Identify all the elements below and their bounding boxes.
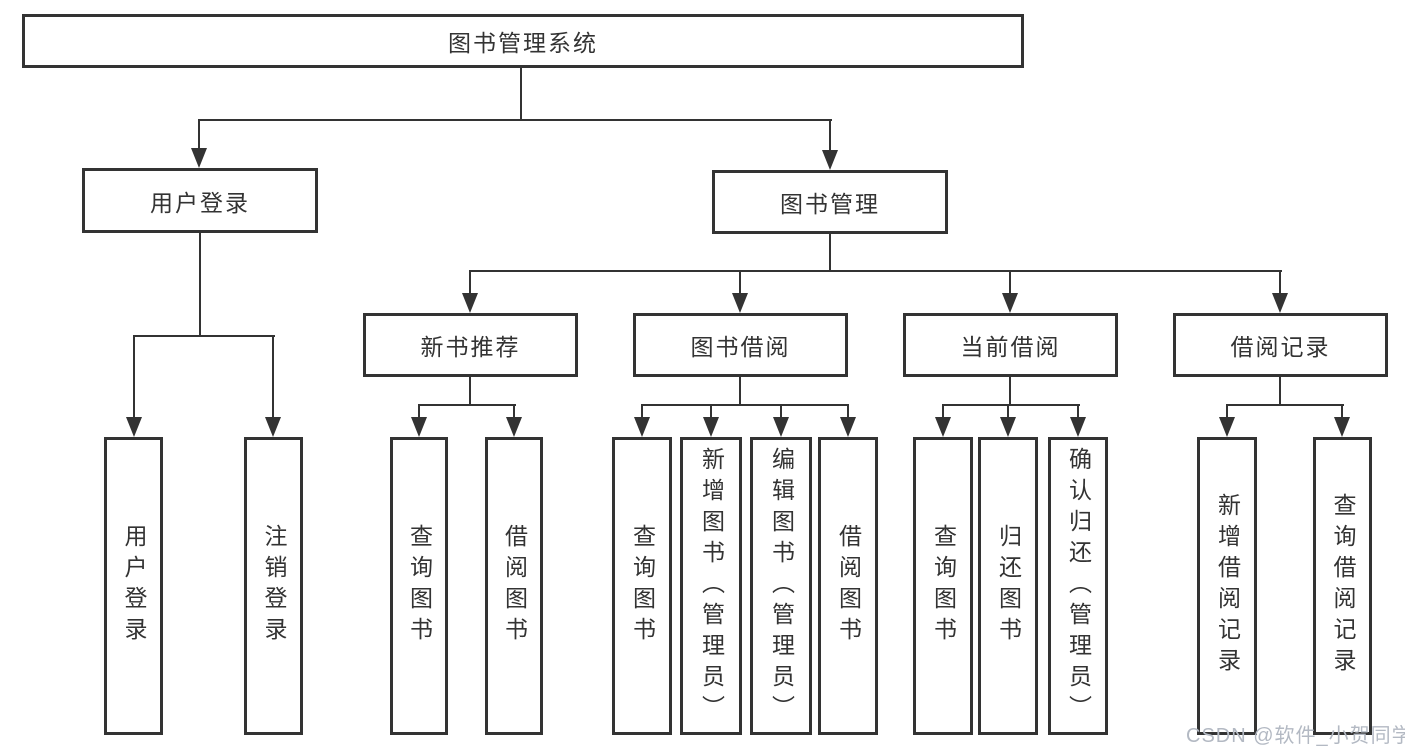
leaf-borrowing-add-books: 新增图书（管理员） bbox=[680, 437, 742, 735]
arrow-down-icon bbox=[732, 293, 748, 313]
connector-line bbox=[641, 404, 849, 406]
connector-line bbox=[1341, 404, 1343, 418]
arrow-down-icon bbox=[191, 148, 207, 168]
arrow-down-icon bbox=[506, 417, 522, 437]
connector-line bbox=[520, 68, 522, 121]
arrow-down-icon bbox=[773, 417, 789, 437]
leaf-records-add-record: 新增借阅记录 bbox=[1197, 437, 1257, 735]
connector-line bbox=[1279, 377, 1281, 406]
connector-line bbox=[199, 233, 201, 337]
connector-line bbox=[780, 404, 782, 418]
connector-line bbox=[829, 119, 831, 153]
connector-line bbox=[198, 119, 832, 121]
node-new-book-recommend: 新书推荐 bbox=[363, 313, 578, 377]
node-borrowing-records: 借阅记录 bbox=[1173, 313, 1388, 377]
connector-line bbox=[641, 404, 643, 418]
arrow-down-icon bbox=[126, 417, 142, 437]
arrow-down-icon bbox=[265, 417, 281, 437]
node-book-borrowing: 图书借阅 bbox=[633, 313, 848, 377]
arrow-down-icon bbox=[1219, 417, 1235, 437]
leaf-current-query-books: 查询图书 bbox=[913, 437, 973, 735]
connector-line bbox=[739, 377, 741, 406]
connector-line bbox=[133, 335, 275, 337]
node-user-login: 用户登录 bbox=[82, 168, 318, 233]
arrow-down-icon bbox=[462, 293, 478, 313]
connector-line bbox=[272, 335, 274, 418]
arrow-down-icon bbox=[840, 417, 856, 437]
arrow-down-icon bbox=[703, 417, 719, 437]
connector-line bbox=[469, 270, 1282, 272]
leaf-current-confirm-return: 确认归还（管理员） bbox=[1048, 437, 1108, 735]
connector-line bbox=[1009, 377, 1011, 406]
connector-line bbox=[1077, 404, 1079, 418]
node-root: 图书管理系统 bbox=[22, 14, 1024, 68]
arrow-down-icon bbox=[1334, 417, 1350, 437]
leaf-borrowing-query-books: 查询图书 bbox=[612, 437, 672, 735]
leaf-recommend-query-books: 查询图书 bbox=[390, 437, 448, 735]
leaf-records-query-record: 查询借阅记录 bbox=[1313, 437, 1372, 735]
connector-line bbox=[1007, 404, 1009, 418]
connector-line bbox=[1279, 270, 1281, 293]
leaf-borrowing-edit-books: 编辑图书（管理员） bbox=[750, 437, 812, 735]
connector-line bbox=[942, 404, 1080, 406]
leaf-borrowing-borrow-books: 借阅图书 bbox=[818, 437, 878, 735]
node-current-borrowing: 当前借阅 bbox=[903, 313, 1118, 377]
connector-line bbox=[513, 404, 515, 418]
arrow-down-icon bbox=[1272, 293, 1288, 313]
connector-line bbox=[418, 404, 420, 418]
arrow-down-icon bbox=[822, 150, 838, 170]
arrow-down-icon bbox=[634, 417, 650, 437]
watermark: CSDN @软件_小贺同学 bbox=[1186, 725, 1405, 747]
connector-line bbox=[469, 377, 471, 406]
node-book-management: 图书管理 bbox=[712, 170, 948, 234]
arrow-down-icon bbox=[1070, 417, 1086, 437]
arrow-down-icon bbox=[411, 417, 427, 437]
arrow-down-icon bbox=[1000, 417, 1016, 437]
leaf-user-login: 用户登录 bbox=[104, 437, 163, 735]
connector-line bbox=[942, 404, 944, 418]
connector-line bbox=[847, 404, 849, 418]
leaf-logout: 注销登录 bbox=[244, 437, 303, 735]
leaf-current-return-books: 归还图书 bbox=[978, 437, 1038, 735]
connector-line bbox=[1226, 404, 1344, 406]
connector-line bbox=[710, 404, 712, 418]
arrow-down-icon bbox=[935, 417, 951, 437]
connector-line bbox=[1226, 404, 1228, 418]
connector-line bbox=[198, 119, 200, 151]
connector-line bbox=[418, 404, 516, 406]
connector-line bbox=[469, 270, 471, 293]
connector-line bbox=[133, 335, 135, 418]
connector-line bbox=[1009, 270, 1011, 293]
leaf-recommend-borrow-books: 借阅图书 bbox=[485, 437, 543, 735]
connector-line bbox=[739, 270, 741, 293]
connector-line bbox=[829, 234, 831, 272]
arrow-down-icon bbox=[1002, 293, 1018, 313]
